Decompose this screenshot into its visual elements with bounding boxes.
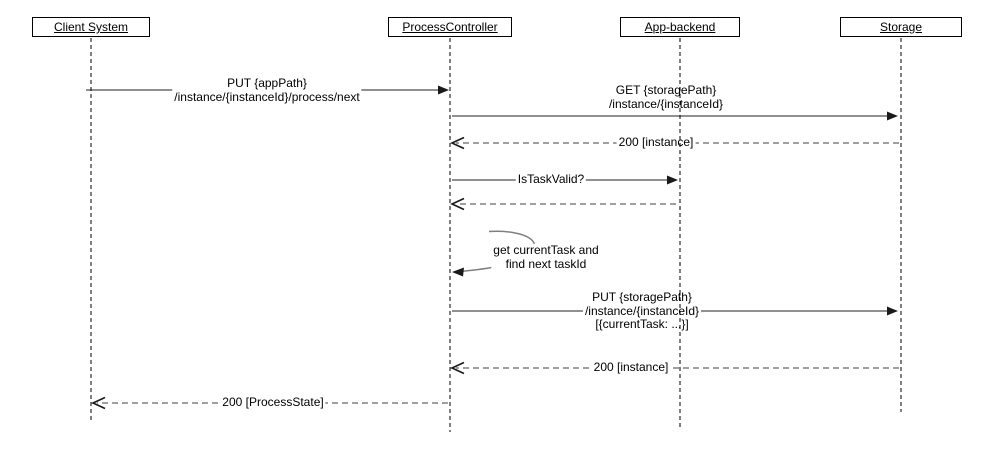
- message-label-is-task-valid: IsTaskValid?: [515, 172, 587, 187]
- message-label-line: /instance/{instanceId}: [584, 303, 700, 318]
- message-line-self-current-task: [459, 230, 536, 273]
- arrowhead-open-icon: [450, 197, 465, 211]
- arrowhead-filled-icon: [438, 85, 449, 95]
- message-label-put-apppath: PUT {appPath} /instance/{instanceId}/pro…: [172, 76, 362, 104]
- message-label-line: IsTaskValid?: [517, 172, 585, 186]
- message-label-line: 200 [instance]: [618, 135, 694, 149]
- arrowhead-open-icon: [450, 361, 465, 375]
- message-label-return-instance-2: 200 [instance]: [591, 360, 671, 375]
- message-label-line: get currentTask and: [493, 243, 599, 257]
- message-label-return-instance-1: 200 [instance]: [616, 135, 696, 150]
- arrowhead-filled-icon: [452, 267, 464, 277]
- message-label-get-storagepath: GET {storagePath} /instance/{instanceId}: [606, 83, 726, 111]
- participant-process-controller: ProcessController: [388, 17, 512, 37]
- message-label-self-current-task: get currentTask and find next taskId: [491, 243, 601, 271]
- participant-label: App-backend: [644, 20, 716, 34]
- participant-label: Client System: [53, 20, 129, 34]
- message-label-line: 200 [ProcessState]: [222, 395, 324, 409]
- participant-app-backend: App-backend: [620, 17, 740, 37]
- arrowhead-filled-icon: [887, 306, 898, 316]
- arrowhead-open-icon: [450, 136, 465, 150]
- message-label-line: PUT {appPath}: [227, 76, 307, 90]
- participant-label: Storage: [879, 20, 923, 34]
- participant-label: ProcessController: [402, 20, 498, 34]
- message-label-return-processstate: 200 [ProcessState]: [220, 395, 326, 410]
- participant-client-system: Client System: [32, 17, 150, 37]
- participant-storage: Storage: [840, 17, 962, 37]
- message-label-line: [{currentTask: ...}]: [595, 317, 689, 331]
- message-label-put-storagepath: PUT {storagePath} /instance/{instanceId}…: [582, 290, 702, 332]
- message-label-line: /instance/{instanceId}/process/next: [174, 89, 360, 104]
- arrowhead-filled-icon: [667, 175, 678, 185]
- message-label-line: PUT {storagePath}: [592, 290, 692, 304]
- message-label-line: /instance/{instanceId}: [608, 96, 724, 111]
- message-label-line: find next taskId: [505, 256, 587, 271]
- arrowhead-filled-icon: [887, 111, 898, 121]
- message-label-line: 200 [instance]: [593, 360, 669, 374]
- message-label-line: GET {storagePath}: [615, 83, 717, 97]
- arrowhead-open-icon: [91, 396, 106, 410]
